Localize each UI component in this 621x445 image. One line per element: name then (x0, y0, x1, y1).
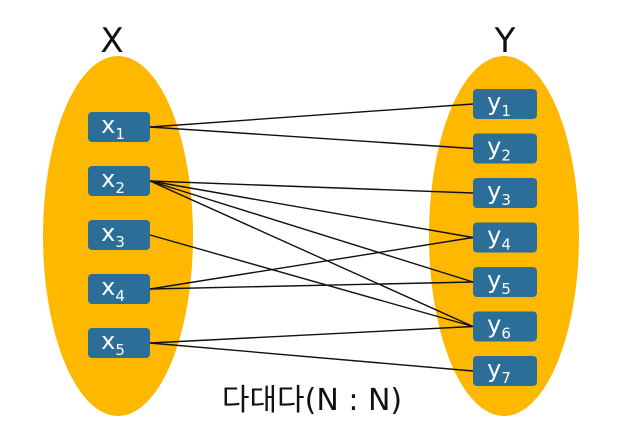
node-box (88, 220, 150, 250)
node-label: x2 (101, 165, 125, 197)
node-box (88, 274, 150, 304)
node-y2: y2 (473, 133, 537, 165)
node-box (473, 311, 537, 342)
node-y1: y1 (473, 88, 537, 120)
edge-x2-y4 (149, 180, 474, 239)
node-box (473, 89, 537, 119)
set-y-label: Y (494, 21, 516, 61)
node-label: x4 (101, 273, 125, 305)
node-x5: x5 (88, 327, 150, 359)
node-box (88, 166, 150, 196)
node-label: y2 (487, 133, 511, 165)
node-y4: y4 (473, 222, 537, 254)
relation-caption: 다대다(N : N) (222, 383, 402, 418)
node-y5: y5 (473, 266, 537, 298)
node-label: x3 (101, 219, 125, 251)
node-label: y6 (487, 311, 511, 343)
edge-group (149, 103, 474, 372)
node-x2: x2 (88, 165, 150, 197)
set-x-nodes: x1 x2 x3 x4 x5 (88, 111, 150, 359)
edge-x4-y5 (149, 281, 474, 290)
edge-x2-y6 (149, 180, 474, 328)
node-x4: x4 (88, 273, 150, 305)
node-box (473, 356, 537, 386)
node-label: x1 (101, 111, 125, 143)
set-x-label: X (100, 21, 123, 61)
node-label: y7 (487, 355, 511, 387)
node-y6: y6 (473, 311, 537, 343)
node-box (473, 133, 537, 164)
node-y3: y3 (473, 177, 537, 209)
node-x3: x3 (88, 219, 150, 251)
node-box (473, 222, 537, 253)
node-label: x5 (101, 327, 125, 359)
edge-x4-y4 (149, 236, 474, 290)
node-x1: x1 (88, 111, 150, 143)
node-label: y5 (487, 266, 511, 298)
edge-x2-y3 (149, 180, 474, 194)
node-box (473, 267, 537, 297)
node-label: y4 (487, 222, 511, 254)
edge-x5-y7 (149, 342, 474, 372)
edge-x3-y6 (149, 234, 474, 328)
edge-x1-y1 (149, 103, 474, 128)
node-label: y1 (487, 88, 511, 120)
node-box (473, 178, 537, 208)
edge-x2-y5 (149, 180, 474, 283)
edge-x1-y2 (149, 126, 474, 150)
node-label: y3 (487, 177, 511, 209)
node-box (88, 328, 150, 358)
node-box (88, 112, 150, 142)
set-y-nodes: y1 y2 y3 y4 y5 y6 y7 (473, 88, 537, 387)
node-y7: y7 (473, 355, 537, 387)
edge-x5-y6 (149, 325, 474, 344)
